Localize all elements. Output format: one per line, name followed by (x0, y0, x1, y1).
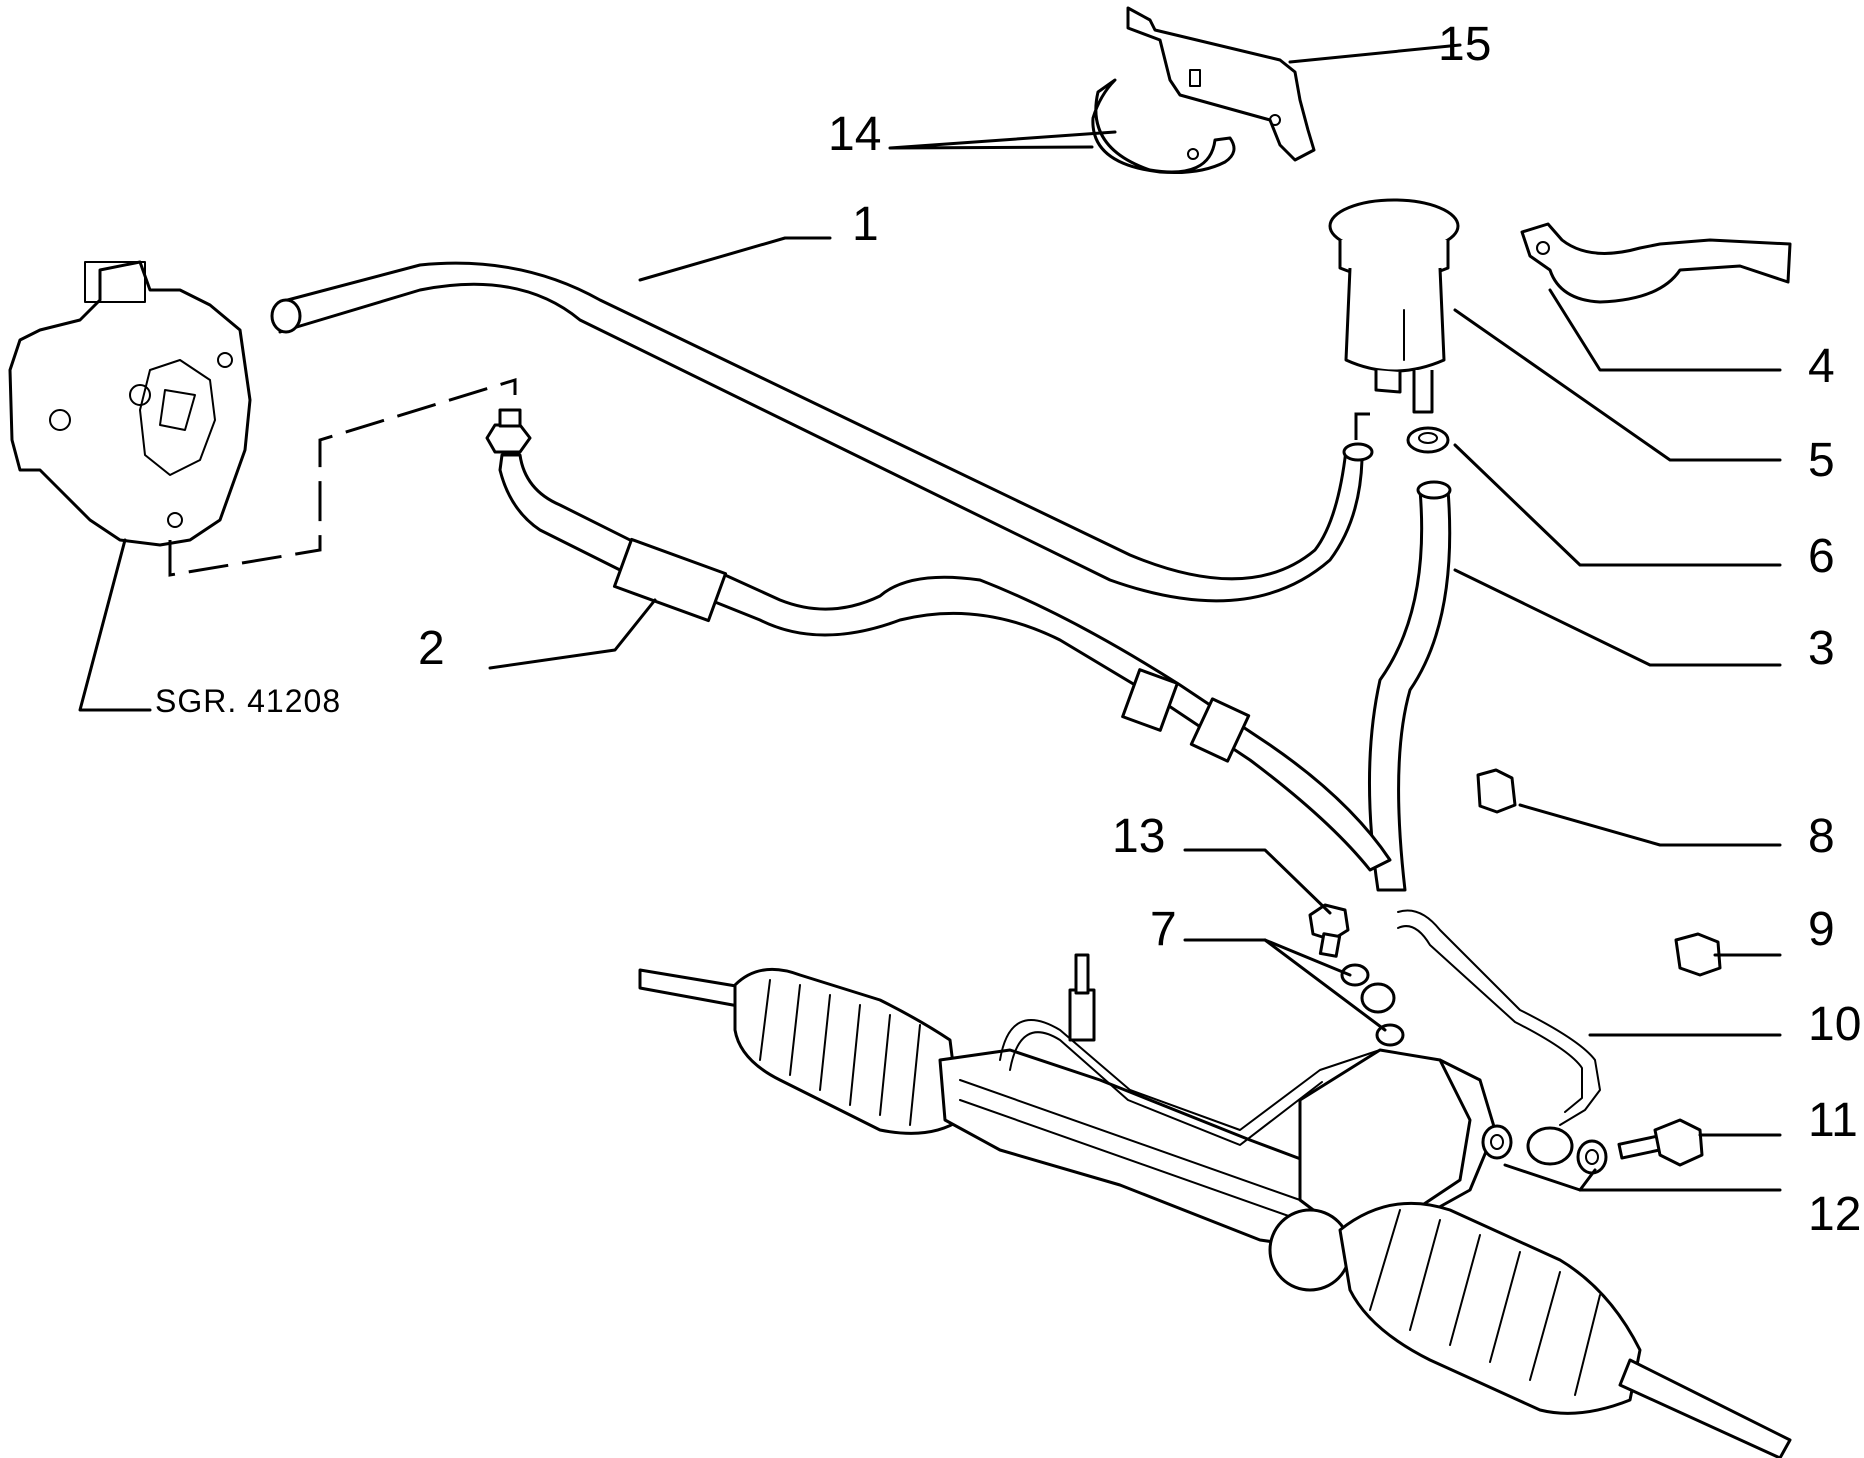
clamp-part-4 (1520, 222, 1792, 304)
power-steering-pump (8, 260, 252, 547)
bracket-part-15 (1126, 6, 1316, 162)
callout-12: 12 (1808, 1188, 1861, 1241)
clip-part-6 (1406, 426, 1450, 454)
pump-reference-label: SGR. 41208 (155, 683, 341, 719)
callout-4: 4 (1808, 340, 1835, 393)
callout-15: 15 (1438, 18, 1491, 71)
dashed-leader-reservoir (1354, 402, 1372, 440)
leader-lines (78, 43, 1782, 1192)
pipe-part-10 (1397, 909, 1601, 1166)
steering-rack (638, 953, 1792, 1458)
bolt-part-11 (1617, 1118, 1704, 1167)
callout-3: 3 (1808, 622, 1835, 675)
bolt-part-13 (1308, 903, 1350, 958)
callout-14: 14 (828, 108, 881, 161)
washer-part-12 (1481, 1124, 1608, 1175)
callout-13: 13 (1112, 810, 1165, 863)
callout-11: 11 (1808, 1094, 1858, 1147)
callout-7: 7 (1150, 903, 1177, 956)
cap-part-8 (1476, 768, 1517, 814)
callout-2: 2 (418, 622, 445, 675)
hose-part-1 (270, 261, 1374, 603)
callout-9: 9 (1808, 903, 1835, 956)
callout-5: 5 (1808, 434, 1835, 487)
callout-8: 8 (1808, 810, 1835, 863)
dashed-leader-pump (168, 377, 517, 577)
hose-part-3 (1367, 480, 1452, 892)
reservoir-part-5 (1328, 198, 1460, 414)
clamp-part-14 (1091, 78, 1236, 175)
callout-10: 10 (1808, 998, 1861, 1051)
cap-part-9 (1674, 932, 1722, 977)
hose-part-2 (485, 408, 1392, 872)
callout-1: 1 (852, 198, 879, 251)
callout-6: 6 (1808, 530, 1835, 583)
